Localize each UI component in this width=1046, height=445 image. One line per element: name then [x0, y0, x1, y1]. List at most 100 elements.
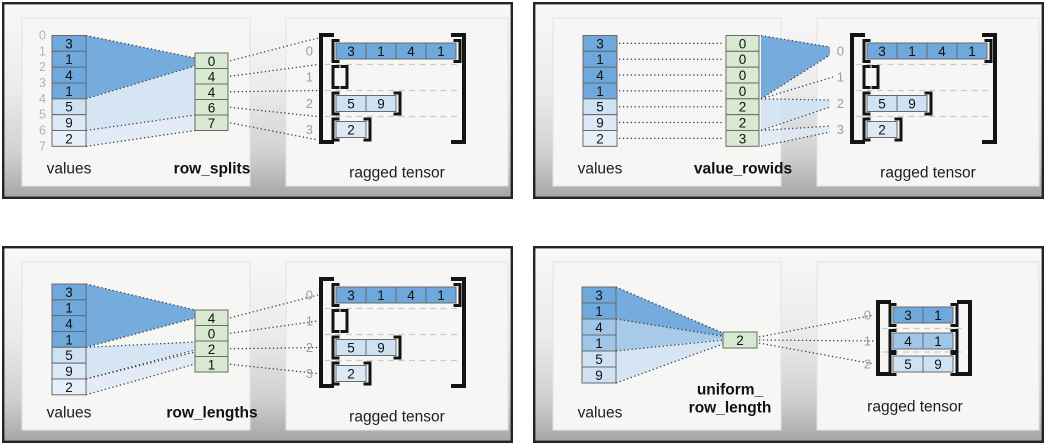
flow-region — [86, 342, 195, 379]
value-cell-text: 1 — [65, 332, 73, 347]
row-bracket-right — [984, 39, 993, 63]
value-cell-text: 1 — [595, 336, 603, 351]
tensor-cell — [335, 365, 367, 382]
row-index-label: 3 — [837, 122, 844, 137]
tensor-cell-text: 5 — [347, 97, 355, 112]
ragged-tensor-label: ragged tensor — [867, 398, 963, 416]
row-index-label: 3 — [306, 366, 313, 381]
dotted-connector — [85, 341, 196, 348]
tensor-cell-text: 1 — [934, 308, 942, 323]
row-index-label: 1 — [837, 70, 844, 85]
row-bracket-right — [924, 91, 933, 116]
tensor-cell — [956, 42, 988, 60]
tensor-cell-text: 3 — [878, 44, 886, 59]
values-label: values — [46, 404, 92, 422]
row-bracket-right — [393, 91, 402, 116]
outer-bracket-left — [850, 33, 865, 144]
value-cell-text: 1 — [65, 84, 73, 99]
row-bracket-left — [331, 39, 340, 63]
row-bracket-left — [331, 361, 340, 386]
value-cell — [582, 129, 618, 147]
outer-bracket-right — [982, 33, 997, 144]
row-index-label: 2 — [837, 96, 844, 111]
value-cell-text: 9 — [596, 116, 604, 131]
transform-cell — [722, 331, 758, 349]
value-cell-text: 1 — [65, 301, 73, 316]
tensor-cell-text: 1 — [437, 288, 445, 303]
ragged-tensor-label: ragged tensor — [349, 164, 445, 182]
row-index-label: 2 — [306, 340, 313, 355]
flow-region — [86, 66, 195, 131]
ragged-tensor-label: ragged tensor — [349, 408, 445, 426]
row-bracket-right — [950, 303, 959, 327]
dotted-connector — [85, 317, 196, 348]
dotted-connector — [229, 89, 319, 93]
row-bracket-left — [862, 65, 871, 89]
outer-bracket-right — [957, 300, 972, 376]
transform-cell-text: 2 — [739, 100, 747, 115]
row-bracket-left — [888, 303, 897, 327]
dotted-connector — [229, 346, 319, 350]
tensor-cell-text: 3 — [347, 44, 355, 59]
dotted-connector — [85, 363, 196, 396]
row-index-label: 3 — [306, 122, 313, 137]
transform-label: row_splits — [173, 160, 251, 178]
value-cell-text: 1 — [596, 52, 604, 67]
row-bracket-left — [331, 91, 340, 116]
tensor-cell-text: 1 — [377, 288, 385, 303]
values-label: values — [577, 404, 623, 422]
transform-cell-text: 4 — [208, 69, 216, 84]
transform-cell-text: 4 — [208, 311, 216, 326]
outer-bracket-left — [319, 33, 334, 144]
flow-region — [761, 126, 830, 147]
row-bracket-right — [871, 65, 880, 89]
value-cell — [51, 129, 87, 147]
row-bracket-left — [862, 39, 871, 63]
transform-cell-text: 3 — [739, 131, 747, 146]
dotted-connector — [758, 314, 875, 338]
row-bracket-right — [363, 361, 372, 386]
value-cell-text: 9 — [65, 116, 73, 131]
value-cell-text: 3 — [596, 36, 604, 51]
transform-cell-text: 6 — [208, 100, 216, 115]
value-index-label: 7 — [39, 139, 46, 153]
outer-bracket-right — [451, 277, 466, 388]
transform-cell-text: 7 — [208, 116, 216, 131]
tensor-cell-text: 4 — [407, 44, 415, 59]
value-index-label: 6 — [39, 123, 46, 137]
row-bracket-right — [340, 309, 349, 333]
tensor-cell — [425, 42, 457, 60]
value-cell-text: 2 — [65, 131, 73, 146]
value-cell-text: 4 — [595, 320, 603, 335]
transform-cell-text: 4 — [208, 85, 216, 100]
dotted-connector — [85, 114, 196, 132]
dotted-connector — [85, 65, 196, 100]
tensor-cell-text: 5 — [878, 97, 886, 112]
value-cell-text: 1 — [595, 304, 603, 319]
row-index-label: 2 — [864, 357, 871, 372]
value-cell-text: 4 — [596, 68, 604, 83]
value-cell-text: 5 — [65, 348, 73, 363]
outer-bracket-left — [876, 300, 891, 376]
value-index-label: 5 — [39, 108, 46, 122]
value-index-label: 4 — [39, 92, 46, 106]
flow-region — [86, 284, 195, 348]
value-cell-text: 4 — [65, 68, 73, 83]
tensor-cell-text: 4 — [938, 44, 946, 59]
value-cell-text: 5 — [595, 352, 603, 367]
transform-cell-text: 2 — [208, 342, 216, 357]
transform-cell — [194, 114, 229, 131]
row-bracket-right — [393, 335, 402, 360]
dotted-connector — [615, 318, 724, 337]
transform-cell-text: 0 — [739, 36, 747, 51]
